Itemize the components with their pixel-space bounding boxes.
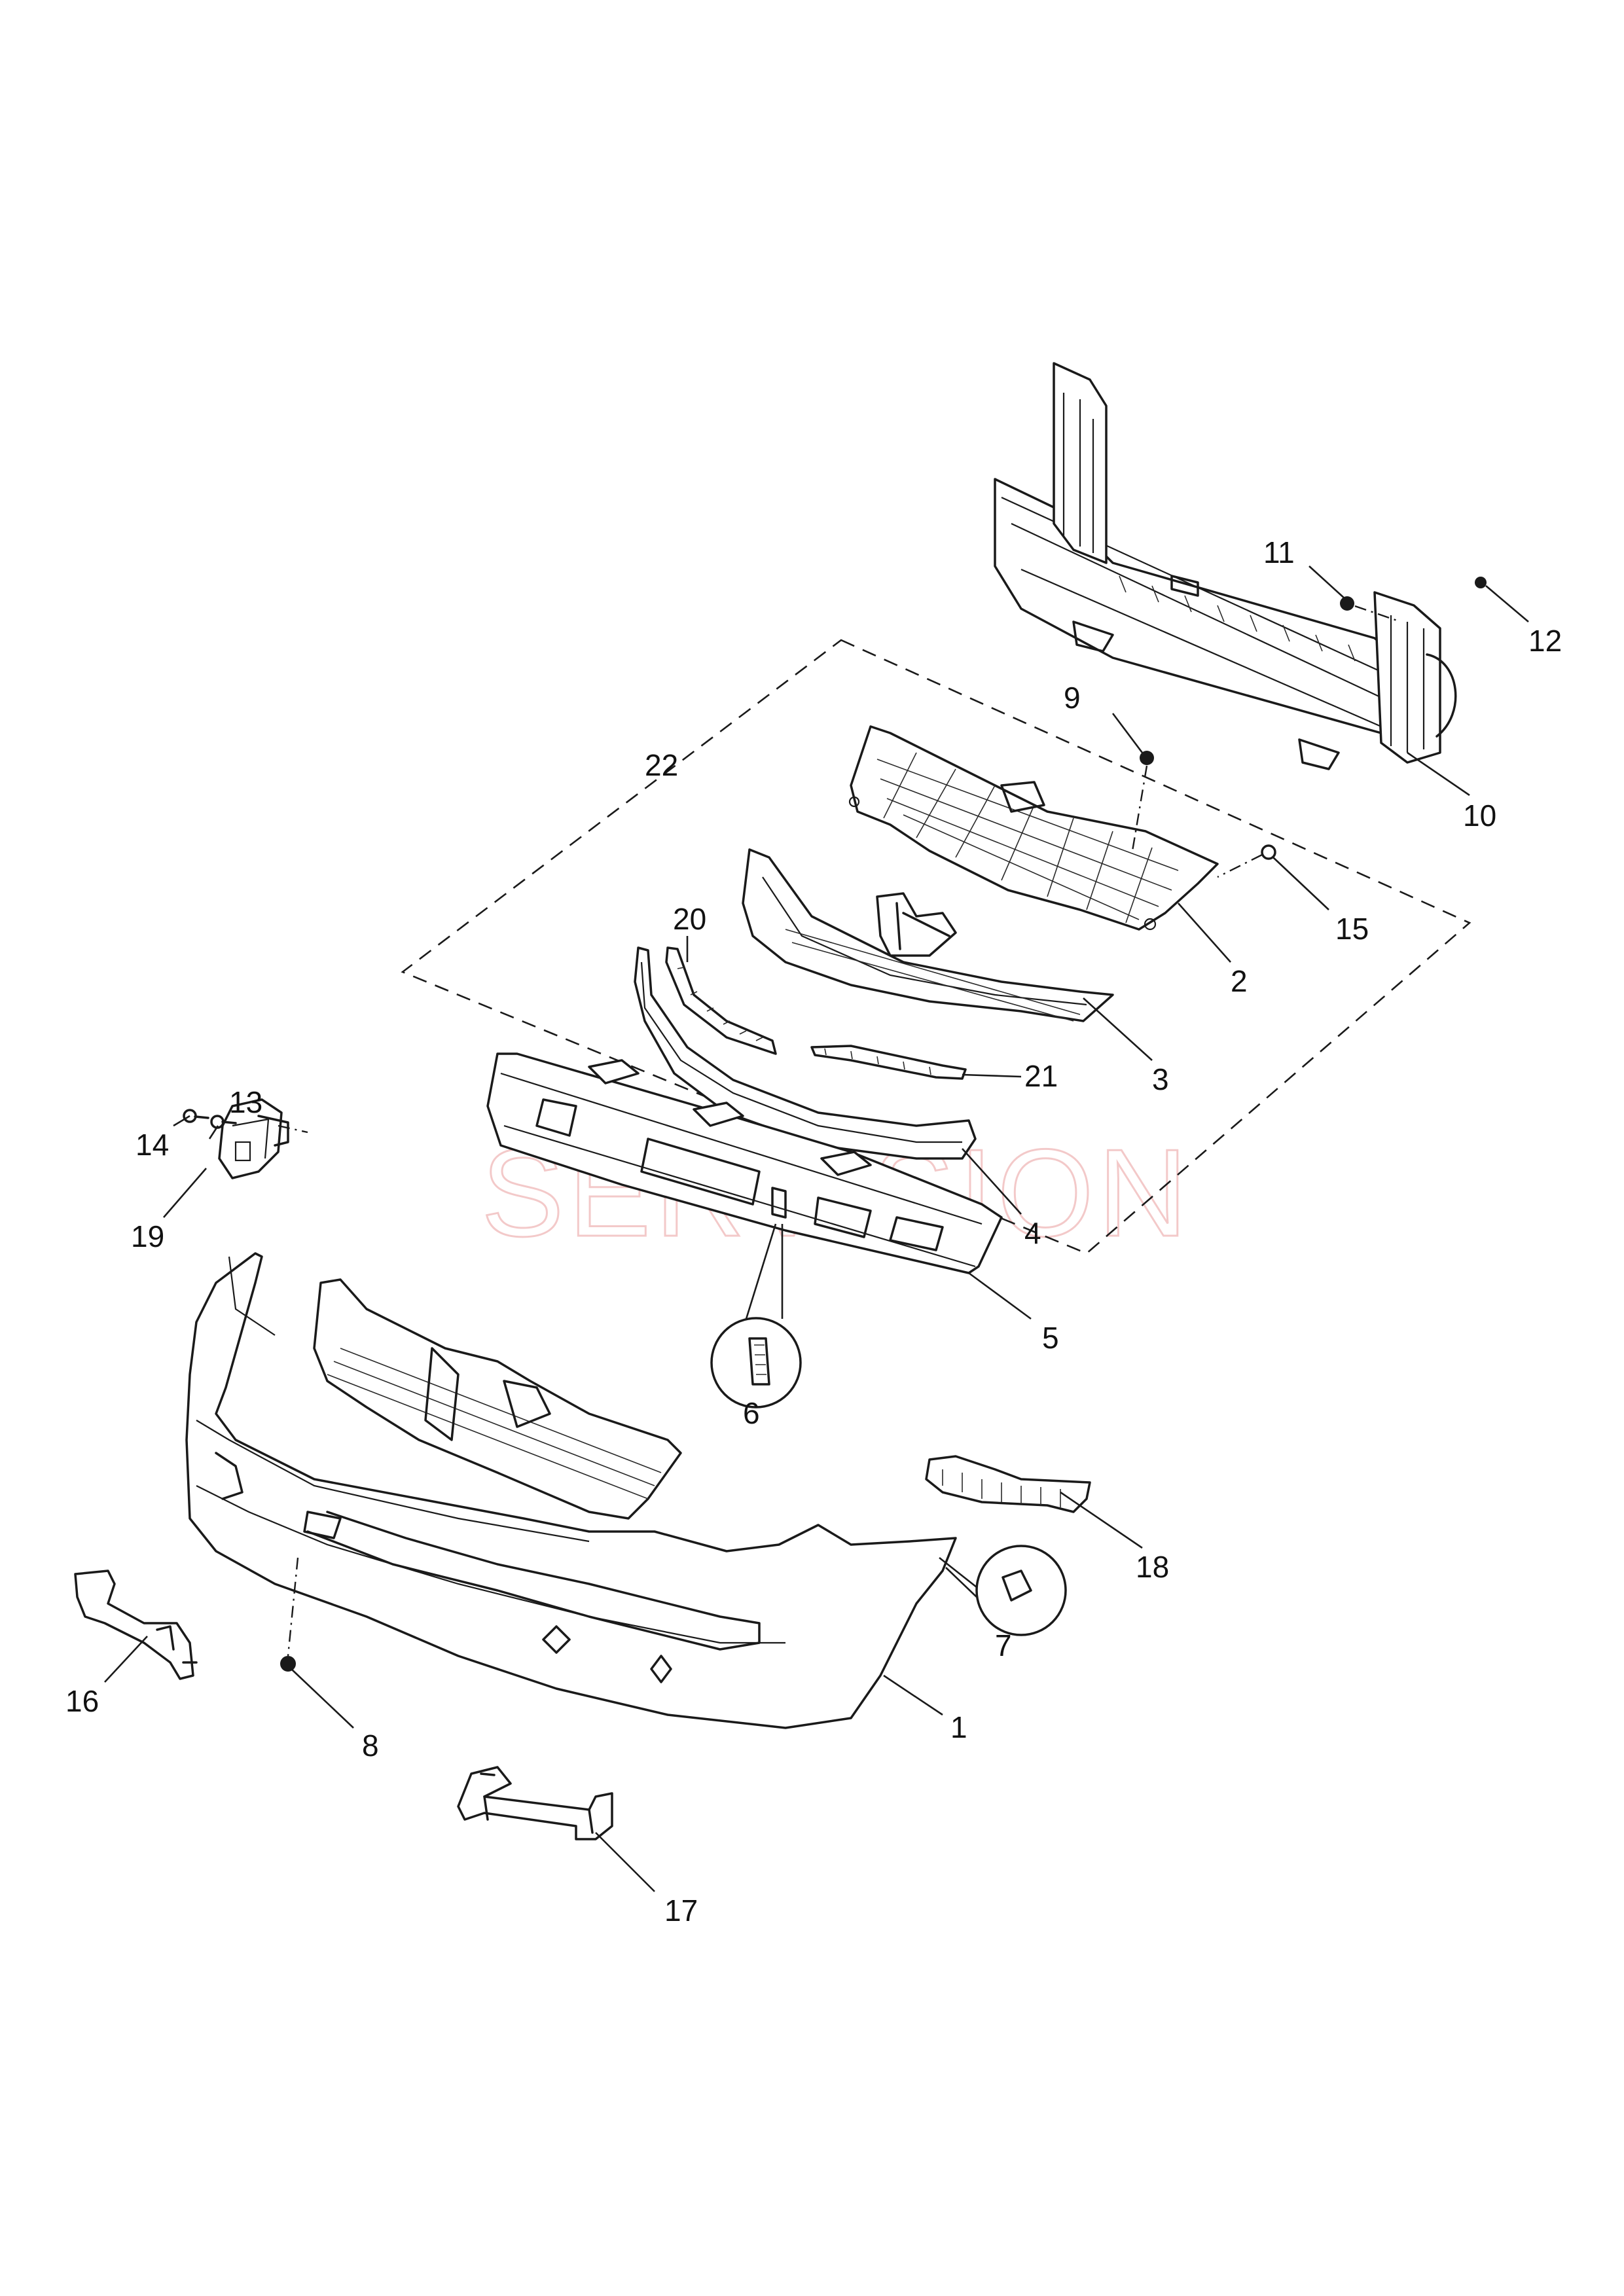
callout-10: 10 (1463, 798, 1496, 833)
callout-21: 21 (1024, 1059, 1058, 1093)
part-15-clip[interactable] (1217, 844, 1276, 878)
part-21-trim-strip[interactable] (810, 1045, 967, 1080)
part-10-bumper-reinforcement[interactable] (994, 362, 1457, 770)
part-6-clip-detail[interactable] (710, 1223, 802, 1408)
assembly-22-boundary (401, 639, 1471, 1255)
callout-12: 12 (1528, 624, 1562, 658)
callout-17: 17 (664, 1893, 698, 1928)
callout-2: 2 (1231, 964, 1248, 998)
callout-1: 1 (950, 1710, 967, 1744)
part-1-bumper-cover[interactable] (185, 1252, 957, 1729)
part-14-screw[interactable] (183, 1109, 209, 1123)
part-5-energy-absorber[interactable] (486, 1052, 1003, 1274)
leader-lines (104, 565, 1529, 1892)
part-7-clip-detail[interactable] (939, 1545, 1067, 1636)
callout-14: 14 (135, 1128, 169, 1162)
callout-19: 19 (131, 1219, 164, 1253)
callout-7: 7 (995, 1628, 1012, 1662)
part-8-bolt[interactable] (280, 1557, 299, 1672)
part-9-bolt[interactable] (1131, 751, 1154, 852)
part-2-upper-grille[interactable] (848, 725, 1219, 931)
callout-9: 9 (1064, 681, 1081, 715)
callout-labels: 1 2 3 4 5 6 7 8 9 10 11 12 13 14 15 16 1… (65, 535, 1562, 1928)
callout-11: 11 (1263, 535, 1295, 569)
part-19-side-bracket[interactable] (218, 1098, 308, 1179)
callout-5: 5 (1042, 1321, 1059, 1355)
part-3-grille-mount[interactable] (742, 848, 1114, 1022)
callout-6: 6 (743, 1396, 760, 1430)
part-11-bolt[interactable] (1340, 596, 1401, 623)
callout-20: 20 (673, 902, 706, 936)
callout-15: 15 (1335, 912, 1369, 946)
part-12-bolt[interactable] (1475, 577, 1487, 588)
callout-18: 18 (1136, 1550, 1169, 1584)
part-20-trim-strip[interactable] (665, 946, 777, 1055)
part-17-lower-deflector[interactable] (457, 1766, 613, 1840)
part-16-deflector-bracket[interactable] (74, 1570, 198, 1680)
callout-13: 13 (229, 1085, 262, 1119)
callout-3: 3 (1152, 1062, 1169, 1096)
callout-16: 16 (65, 1684, 99, 1718)
callout-4: 4 (1024, 1216, 1041, 1250)
callout-22: 22 (645, 748, 678, 782)
part-18-side-bracket[interactable] (925, 1455, 1091, 1513)
callout-8: 8 (362, 1729, 379, 1763)
